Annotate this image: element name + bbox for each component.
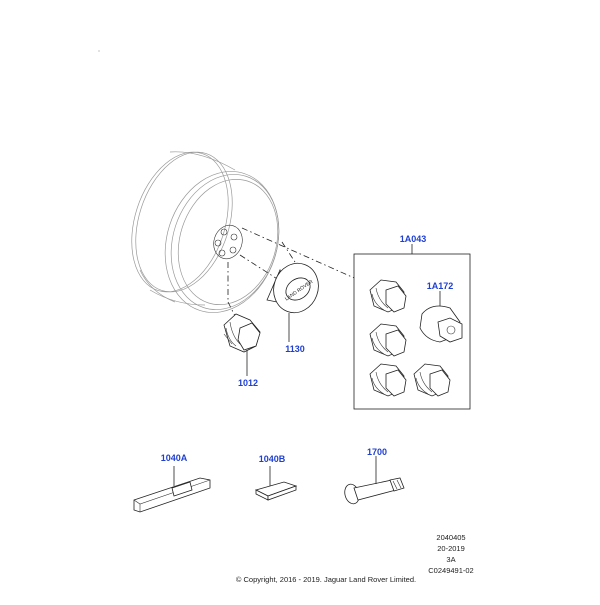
wheel-rim — [131, 151, 280, 313]
locking-key-part — [419, 291, 463, 343]
callout-1700: 1700 — [366, 447, 388, 457]
lock-nut-2 — [369, 323, 407, 357]
ref-line-4: C0249491-02 — [428, 566, 474, 575]
callout-1040B: 1040B — [258, 454, 286, 464]
ref-line-3: 3A — [446, 555, 456, 564]
ref-line-2: 20-2019 — [437, 544, 465, 553]
tyre-valve-part — [344, 456, 405, 505]
copyright-notice: © Copyright, 2016 - 2019. Jaguar Land Ro… — [235, 575, 417, 584]
center-cap-part: LAND ROVER — [266, 262, 319, 342]
ref-line-1: 2040405 — [436, 533, 466, 542]
adhesive-weight-part — [254, 466, 298, 501]
callout-1040A: 1040A — [160, 453, 188, 463]
lock-nut-3 — [369, 363, 407, 397]
locking-nut-kit — [353, 244, 471, 410]
callout-1012: 1012 — [237, 378, 259, 388]
callout-1130: 1130 — [285, 344, 305, 354]
stray-mark — [98, 50, 100, 52]
wheel-nut-part — [223, 313, 261, 376]
callout-1A043: 1A043 — [399, 234, 427, 244]
lock-nut-1 — [369, 279, 407, 313]
balance-weight-part — [133, 466, 211, 513]
lock-nut-4 — [413, 363, 451, 397]
callout-1A172: 1A172 — [426, 281, 454, 291]
